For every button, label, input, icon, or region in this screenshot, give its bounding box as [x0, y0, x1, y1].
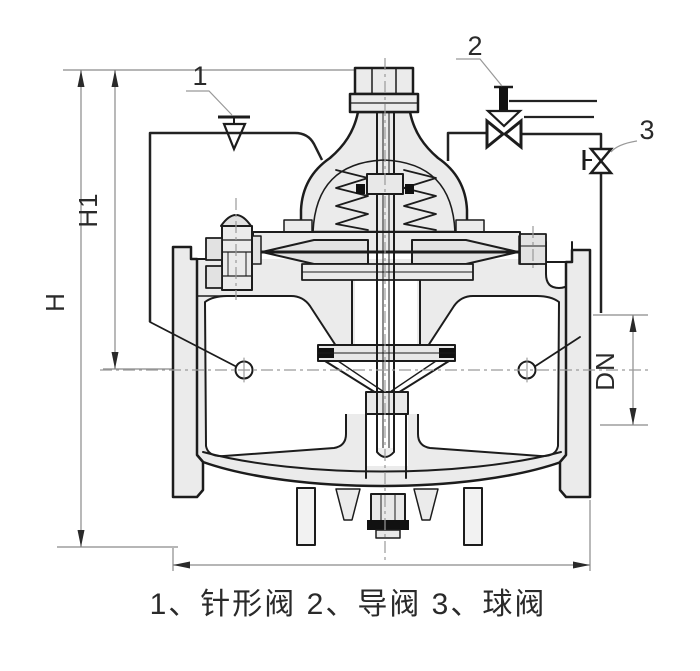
h-arrow-up	[77, 70, 85, 87]
bottom-plug	[370, 493, 406, 522]
cover-pilot-pipe	[446, 131, 487, 161]
dome-rim-left	[283, 219, 313, 233]
callout-2-leader	[456, 58, 503, 87]
callout-1-number: 1	[192, 61, 207, 91]
dimension-h1-label: H1	[73, 192, 103, 227]
support-leg-right	[463, 487, 483, 546]
figure-caption: 1、针形阀 2、导阀 3、球阀	[150, 588, 547, 621]
inlet-flange	[171, 245, 205, 499]
pilot-valve-bonnet	[485, 109, 523, 128]
support-leg-left	[296, 487, 316, 546]
centerlines	[100, 58, 648, 560]
dn-arrow-down	[629, 408, 637, 425]
spring-left	[335, 169, 369, 231]
spring-dome	[299, 110, 469, 234]
pilot-valve-symbol	[485, 85, 523, 151]
dome-rim-right	[455, 219, 485, 233]
bottom-rib-left	[335, 488, 361, 521]
needle-valve-symbol	[218, 115, 250, 152]
side-plug-bracket-lower	[205, 265, 223, 289]
ball-valve-symbol	[582, 147, 614, 175]
stem-hex-nut	[353, 66, 415, 96]
bottom-plug-gasket	[367, 520, 409, 530]
dn-arrow-up	[629, 315, 637, 332]
dimension-h: H	[40, 70, 85, 547]
side-plug-body	[221, 225, 253, 291]
inlet-tap-line	[149, 321, 238, 368]
callout-2-number: 2	[467, 31, 482, 61]
bottom-shell-outer	[195, 453, 569, 488]
bottom-rib-right	[413, 488, 439, 521]
callout-3-leader	[610, 140, 638, 153]
callout-3-number: 3	[639, 115, 654, 145]
outlet-tap-line	[533, 336, 581, 368]
valve-body	[149, 66, 592, 546]
dome-inner-wall	[312, 159, 456, 233]
callout-1-leader	[186, 90, 233, 116]
callout-leaders	[186, 58, 638, 153]
dimension-h-label: H	[40, 292, 70, 312]
guide-well	[366, 414, 408, 466]
center-column-bore	[355, 280, 417, 348]
pilot-valve-stem	[499, 87, 508, 111]
spring-right	[403, 169, 437, 231]
width-arrow-left	[173, 561, 190, 569]
pilot-piping	[148, 99, 603, 322]
outlet-flange	[558, 248, 592, 499]
stem-guide-block	[365, 391, 409, 415]
inlet-pilot-pipe	[148, 131, 324, 322]
h1-arrow-up	[111, 70, 119, 87]
h-arrow-down	[77, 530, 85, 547]
bottom-shell-inner	[202, 451, 562, 473]
dimension-dn-label: DN	[590, 351, 620, 391]
dimension-h1: H1	[73, 70, 119, 369]
width-arrow-right	[573, 561, 590, 569]
side-plug-bracket-upper	[205, 237, 223, 261]
pilot-outlet-pipe-upper	[521, 132, 603, 149]
dimension-width	[173, 561, 590, 569]
h1-arrow-down	[111, 352, 119, 369]
dimension-dn: DN	[590, 315, 637, 425]
